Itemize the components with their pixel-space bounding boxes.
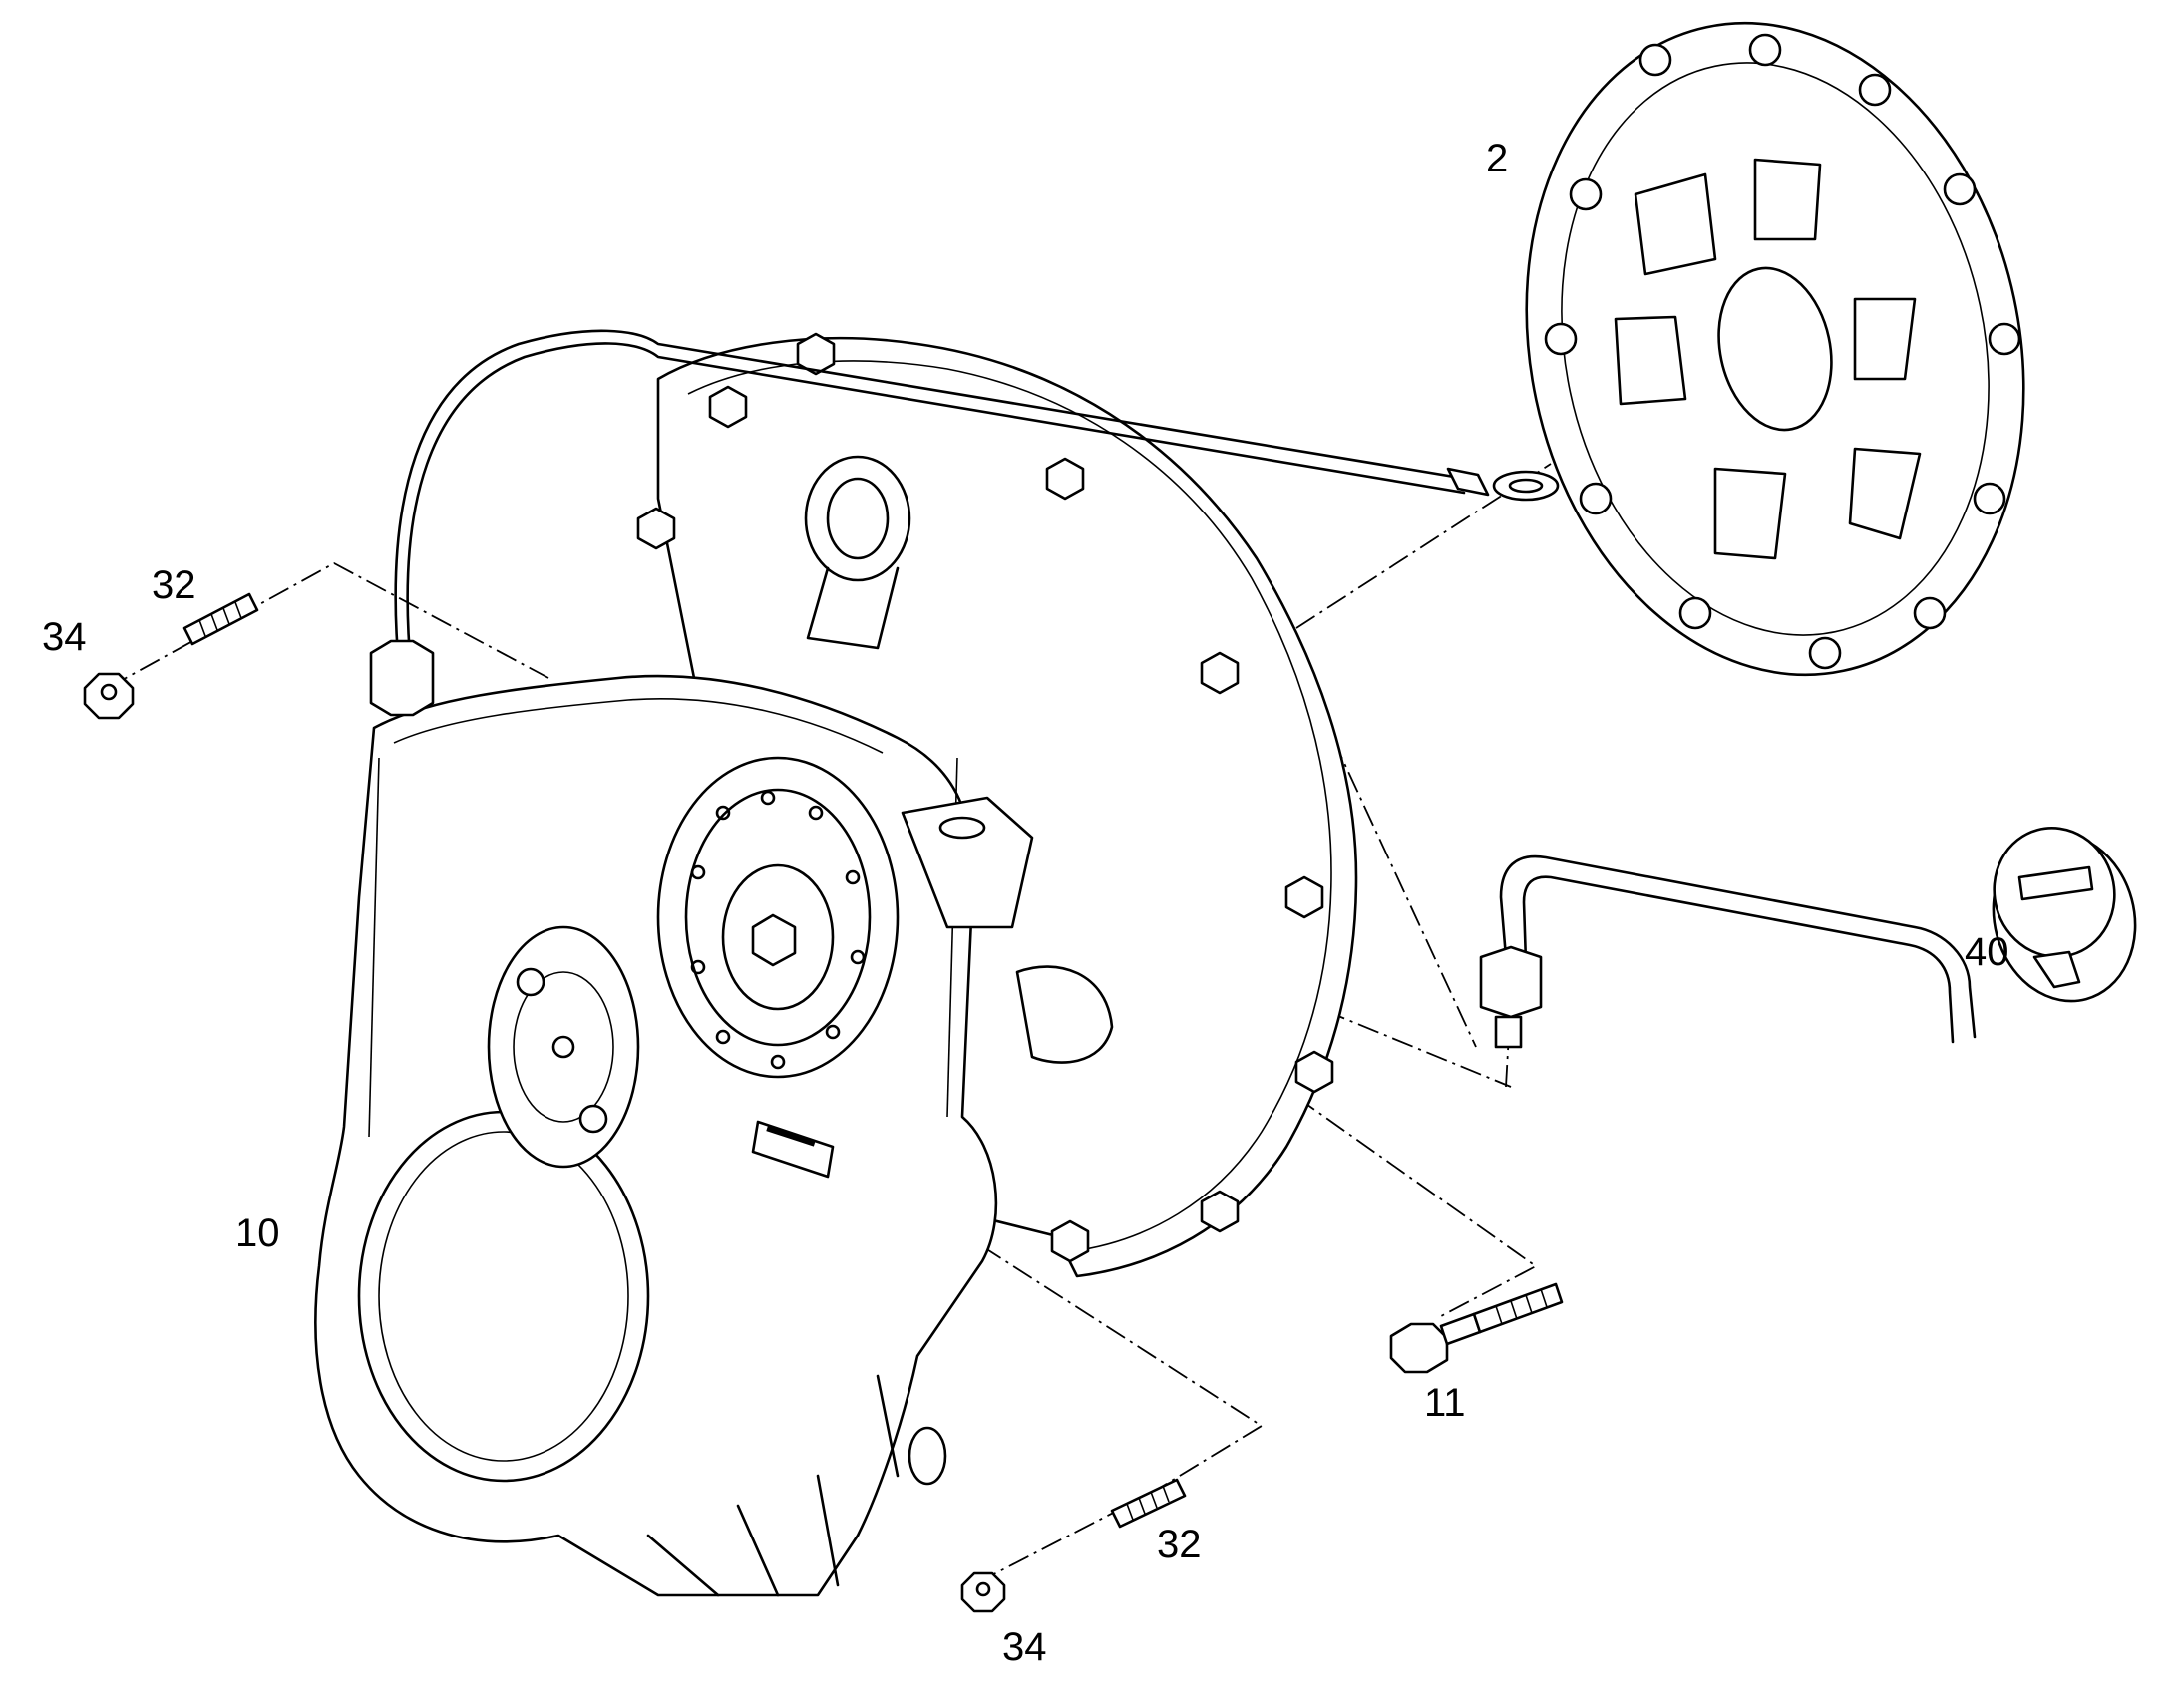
nut-top [83,672,135,720]
callout-labels: 2 32 34 10 11 32 34 40 [42,137,2009,1669]
damper-springs [1614,158,1922,560]
flange-bolts [636,332,1334,1263]
callout-40: 40 [1965,930,2009,974]
disc-bolts [1544,33,2021,670]
ground-cable [369,329,1560,717]
stud-screw-top [182,592,259,646]
filler-cap [1992,827,2137,1003]
callout-11: 11 [1424,1381,1466,1425]
callout-34-bottom: 34 [1002,1625,1047,1669]
stud-screw-bottom [1110,1478,1187,1529]
callout-2: 2 [1486,137,1508,180]
callout-34-top: 34 [42,615,87,659]
nut-bottom [960,1571,1006,1613]
callout-10: 10 [235,1211,280,1255]
callout-32-top: 32 [152,563,196,607]
flywheel-housing [314,332,1358,1597]
callout-32-bottom: 32 [1157,1523,1202,1566]
filler-pipe [1479,854,1977,1049]
flange-holes [690,790,866,1070]
bolt-11 [1389,1282,1564,1374]
damper-disc [1525,21,2025,677]
